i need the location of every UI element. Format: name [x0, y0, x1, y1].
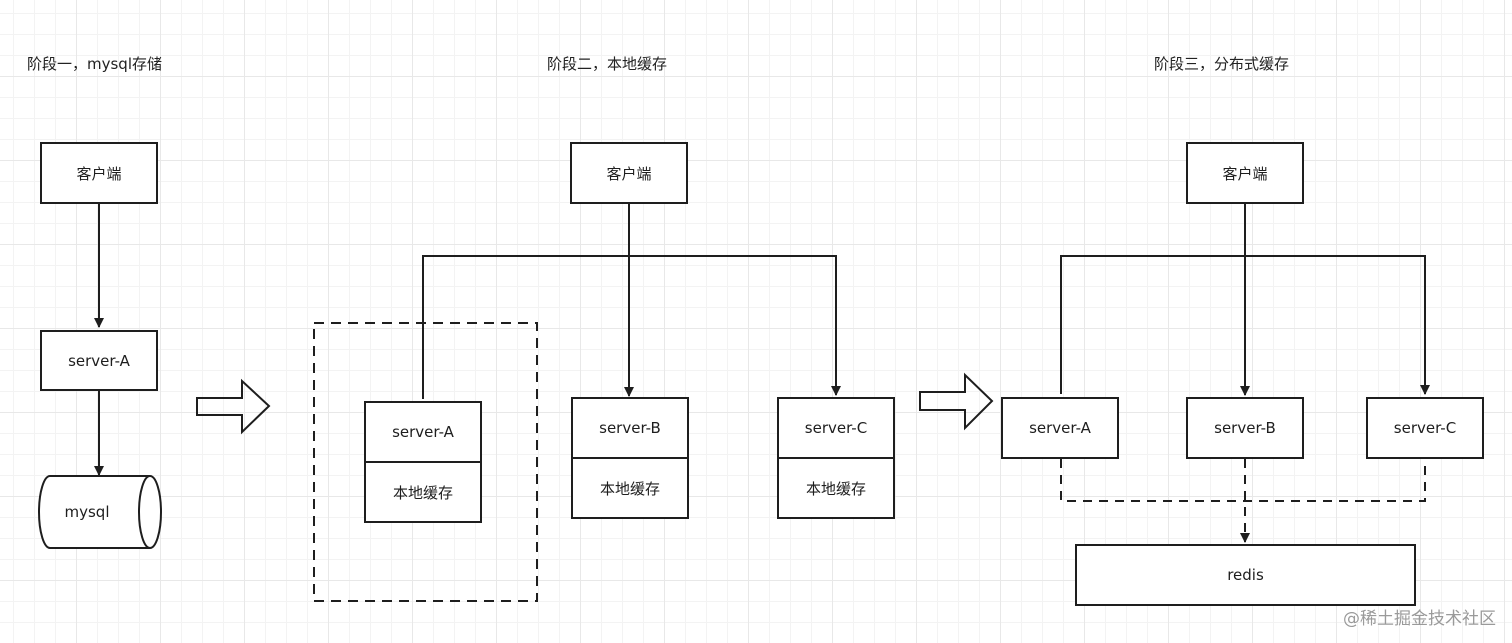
stage-2-server-b-local-cache: 本地缓存: [571, 458, 689, 519]
stage-3-server-b-box: server-B: [1186, 397, 1304, 459]
connector-bus-3: [1060, 255, 1430, 395]
stage-2-title: 阶段二，本地缓存: [547, 55, 668, 73]
stage-3-title: 阶段三，分布式缓存: [1154, 55, 1290, 73]
stage-1-title: 阶段一，mysql存储: [27, 55, 162, 73]
stage-2-client-box: 客户端: [570, 142, 688, 204]
stage-3-server-a-box: server-A: [1001, 397, 1119, 459]
connector-bus-2: [422, 255, 841, 399]
stage-2-server-a-box: server-A: [364, 401, 482, 462]
stage-3-client-box: 客户端: [1186, 142, 1304, 204]
stage-2-server-c-box: server-C: [777, 397, 895, 458]
stage-1-client-box: 客户端: [40, 142, 158, 204]
stage-3-server-c-box: server-C: [1366, 397, 1484, 459]
stage-2-server-b-box: server-B: [571, 397, 689, 458]
stage-1-server-a-box: server-A: [40, 330, 158, 391]
mysql-cylinder: [38, 475, 162, 549]
stage-2-server-c-local-cache: 本地缓存: [777, 458, 895, 519]
transition-arrow-2: [919, 372, 994, 431]
dashed-link-servers: [1060, 459, 1426, 502]
dashed-frame-local-node: [313, 322, 538, 602]
redis-box: redis: [1075, 544, 1416, 606]
watermark-text: @稀土掘金技术社区: [1343, 609, 1496, 629]
stage-2-server-a-local-cache: 本地缓存: [364, 462, 482, 523]
transition-arrow-1: [196, 378, 271, 435]
mysql-label: mysql: [64, 503, 110, 521]
